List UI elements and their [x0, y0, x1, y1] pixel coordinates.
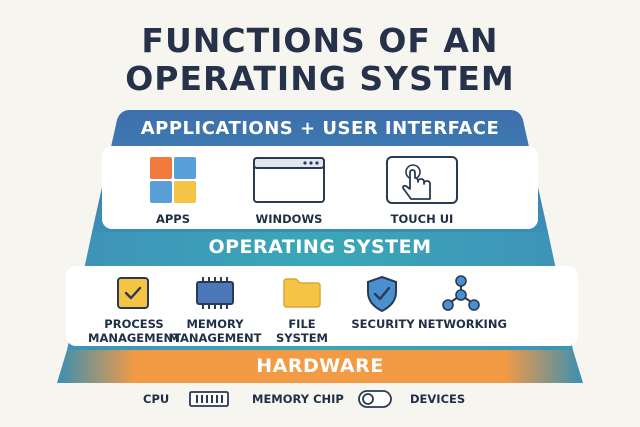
touch-ui-label: TOUCH UI [390, 212, 454, 226]
file-system-label: FILE SYSTEM [275, 317, 329, 345]
shield-check-icon [367, 276, 397, 312]
folder-icon [283, 278, 321, 308]
applications-layer-title: APPLICATIONS + USER INTERFACE [140, 118, 500, 139]
os-layer-title: OPERATING SYSTEM [208, 236, 432, 258]
security-label: SECURITY [351, 317, 415, 331]
process-management-label: PROCESS MANAGEMENT [88, 317, 181, 345]
hardware-layer-band [57, 350, 583, 383]
network-icon [442, 275, 480, 311]
memory-chip-label: MEMORY CHIP [252, 392, 344, 406]
device-toggle-icon [358, 390, 392, 408]
devices-label: DEVICES [410, 392, 466, 406]
windows-label: WINDOWS [255, 212, 323, 226]
page-title-line1: FUNCTIONS OF AN [141, 21, 499, 60]
chip-icon [196, 277, 234, 309]
memory-chip-icon [189, 391, 229, 407]
touch-screen-icon [386, 156, 458, 204]
window-icon [253, 157, 325, 203]
page-title-line2: OPERATING SYSTEM [125, 59, 515, 98]
networking-label: NETWORKING [418, 317, 507, 331]
apps-label: APPS [155, 212, 191, 226]
checkbox-icon [117, 277, 149, 309]
memory-management-label: MEMORY MANAGEMENT [168, 317, 262, 345]
cpu-label: CPU [143, 392, 170, 406]
app-grid-icon [150, 157, 196, 203]
os-functions-panel [66, 266, 578, 346]
hardware-layer-title: HARDWARE [256, 355, 384, 377]
